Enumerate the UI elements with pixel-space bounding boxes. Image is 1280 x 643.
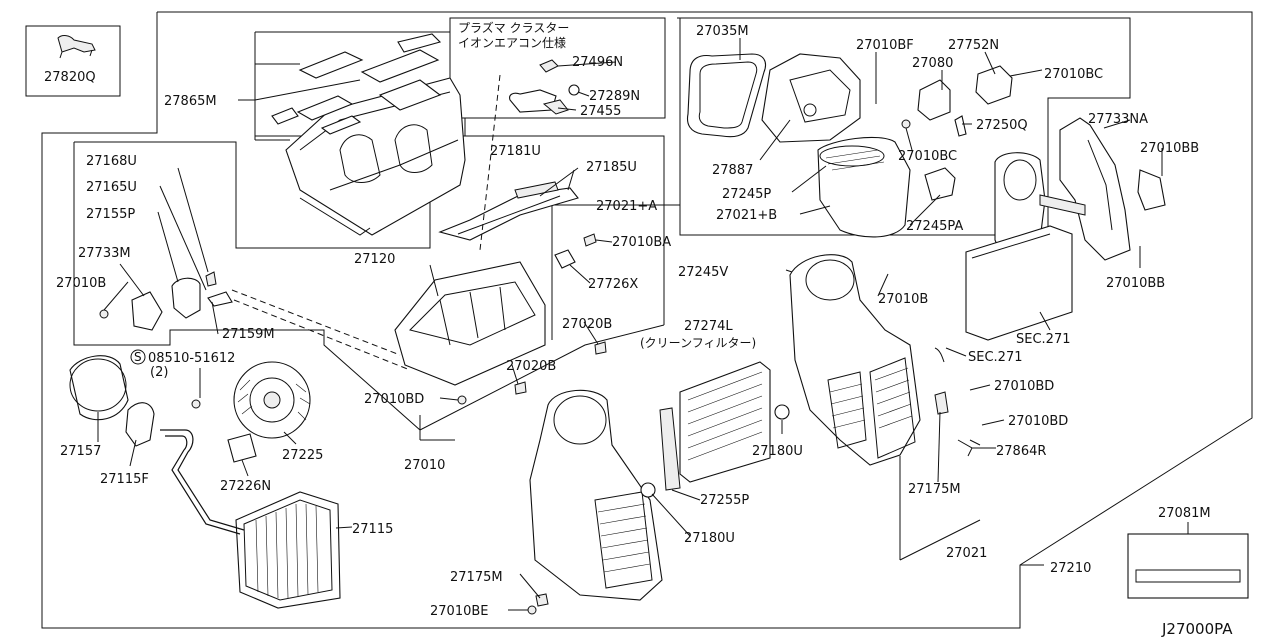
screw-symbol-letter: S	[134, 350, 142, 364]
callout-27210: 27210	[1050, 561, 1091, 576]
callout-27010BB-a: 27010BB	[1140, 141, 1199, 156]
callout-27020B-b: 27020B	[506, 359, 556, 374]
callout-27010B-b: 27010B	[878, 292, 928, 307]
intake-group-frame	[74, 135, 665, 325]
callout-27255P: 27255P	[700, 493, 749, 508]
callout-sec271-a: SEC.271	[1016, 332, 1071, 347]
callout-27226N: 27226N	[220, 479, 271, 494]
part-27865M-case	[271, 33, 466, 236]
callout-27010BC-b: 27010BC	[898, 149, 957, 164]
callout-27289N: 27289N	[589, 89, 640, 104]
part-27081M-label	[1127, 533, 1249, 599]
plasma-note-line2: イオンエアコン仕様	[458, 36, 566, 50]
actuator-parts	[99, 271, 233, 331]
link-27021A	[552, 204, 681, 235]
callout-sec271-b: SEC.271	[968, 350, 1023, 365]
filter-note: (クリーンフィルター)	[640, 336, 756, 350]
callout-27455: 27455	[580, 104, 621, 119]
plasma-cluster-parts	[509, 59, 580, 115]
callout-27180U-a: 27180U	[752, 444, 803, 459]
callout-27021A: 27021+A	[596, 199, 657, 214]
callout-27010B-a: 27010B	[56, 276, 106, 291]
evaporator-assembly	[965, 117, 1166, 341]
callout-27010BD-c: 27010BD	[1008, 414, 1068, 429]
plasma-note-line1: プラズマ クラスター	[458, 20, 569, 35]
callout-screw-qty: (2)	[150, 365, 168, 380]
callout-27175M-b: 27175M	[450, 570, 503, 585]
part-27021-lower-case	[789, 254, 981, 466]
callout-27887: 27887	[712, 163, 753, 178]
callout-27021B: 27021+B	[716, 208, 777, 223]
callout-27080: 27080	[912, 56, 953, 71]
callout-27180U-b: 27180U	[684, 531, 735, 546]
callout-screw-ref: 08510-51612	[148, 351, 235, 366]
lower-center-case	[527, 361, 790, 615]
callout-27225: 27225	[282, 448, 323, 463]
callout-27733NA: 27733NA	[1088, 112, 1148, 127]
callout-27752N: 27752N	[948, 38, 999, 53]
callout-27010BF: 27010BF	[856, 38, 914, 53]
callout-27010BA: 27010BA	[612, 235, 671, 250]
callout-27168U: 27168U	[86, 154, 137, 169]
callout-27115: 27115	[352, 522, 393, 537]
callout-27010: 27010	[404, 458, 445, 473]
callout-27250Q: 27250Q	[976, 118, 1028, 133]
callout-27159M: 27159M	[222, 327, 275, 342]
callout-27245PA: 27245PA	[906, 219, 963, 234]
callout-27155P: 27155P	[86, 207, 135, 222]
callout-27157: 27157	[60, 444, 101, 459]
blower-motor-assembly	[69, 355, 311, 463]
callout-27010BB-b: 27010BB	[1106, 276, 1165, 291]
callout-27010BE: 27010BE	[430, 604, 489, 619]
callout-27010BD-b: 27010BD	[364, 392, 424, 407]
screw-symbol-icon	[130, 349, 146, 365]
callout-27820Q: 27820Q	[44, 70, 96, 85]
blower-intake-parts	[686, 53, 1013, 238]
callout-27175M-a: 27175M	[908, 482, 961, 497]
callout-27010BC-a: 27010BC	[1044, 67, 1103, 82]
inset-box-27820Q	[25, 25, 121, 97]
callout-labels: 27820Q 27865M プラズマ クラスター イオンエアコン仕様 27496…	[44, 20, 1233, 638]
callout-27181U: 27181U	[490, 144, 541, 159]
callout-27020B-a: 27020B	[562, 317, 612, 332]
part-27115-heater-core	[160, 429, 341, 609]
callout-27010BD-a: 27010BD	[994, 379, 1054, 394]
callout-27120: 27120	[354, 252, 395, 267]
callout-27185U: 27185U	[586, 160, 637, 175]
callout-27245V: 27245V	[678, 265, 728, 280]
callout-27864R: 27864R	[996, 444, 1046, 459]
leader-lines	[97, 38, 1189, 611]
callout-27726X: 27726X	[588, 277, 638, 292]
callout-27165U: 27165U	[86, 180, 137, 195]
callout-27021: 27021	[946, 546, 987, 561]
callout-27245P: 27245P	[722, 187, 771, 202]
callout-27115F: 27115F	[100, 472, 149, 487]
outer-frame	[41, 11, 1253, 629]
callout-27274L: 27274L	[684, 319, 733, 334]
callout-27035M: 27035M	[696, 24, 749, 39]
callout-27733M: 27733M	[78, 246, 131, 261]
callout-27081M: 27081M	[1158, 506, 1211, 521]
part-27820Q	[57, 35, 96, 59]
intake-group-frame-lower	[73, 142, 665, 431]
callout-27865M: 27865M	[164, 94, 217, 109]
part-27120-intake-unit	[394, 181, 607, 405]
callout-27496N: 27496N	[572, 55, 623, 70]
diagram-code: J27000PA	[1161, 620, 1233, 638]
